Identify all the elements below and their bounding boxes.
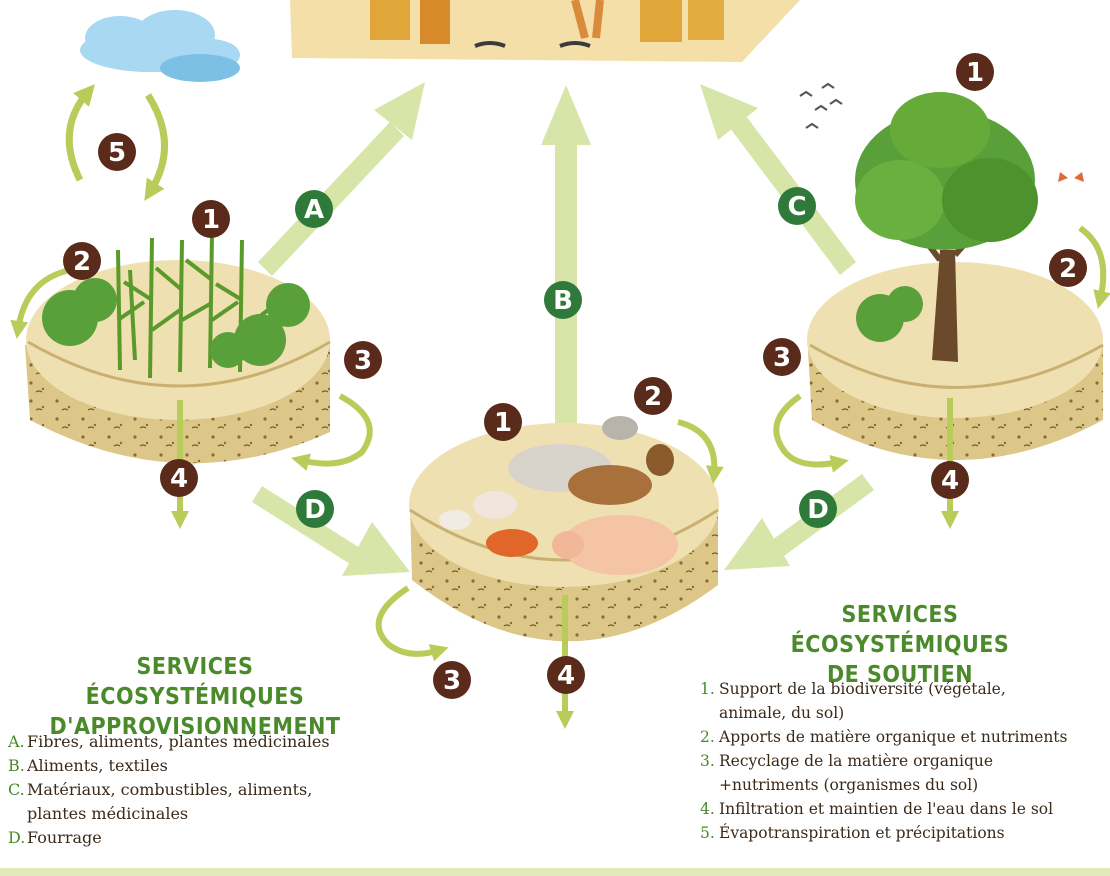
badge-right-3: 3 xyxy=(763,338,801,376)
support-title-line1: SERVICES ÉCOSYSTÉMIQUES xyxy=(735,600,1065,660)
flow-arrow-b xyxy=(541,85,591,430)
svg-text:2: 2 xyxy=(1059,254,1077,284)
svg-text:2: 2 xyxy=(73,247,91,277)
flow-arrow-c xyxy=(700,84,856,275)
flow-arrow-a xyxy=(258,82,425,276)
badge-flow-c: C xyxy=(778,187,816,225)
badge-right-4: 4 xyxy=(931,461,969,499)
birds-icon xyxy=(800,84,842,128)
provisioning-item: B.Aliments, textiles xyxy=(8,754,368,778)
svg-text:C: C xyxy=(787,192,806,222)
svg-text:3: 3 xyxy=(443,666,461,696)
cloud-icon xyxy=(80,10,240,82)
support-item: 3.Recyclage de la matière organique +nut… xyxy=(700,749,1059,797)
badge-right-1: 1 xyxy=(956,53,994,91)
item-text: Aliments, textiles xyxy=(27,756,168,775)
svg-text:4: 4 xyxy=(557,661,575,691)
svg-text:3: 3 xyxy=(773,343,791,373)
support-item: 5.Évapotranspiration et précipitations xyxy=(700,821,1108,845)
item-key: B. xyxy=(8,754,25,778)
provisioning-item: C.Matériaux, combustibles, aliments, pla… xyxy=(8,778,357,826)
provisioning-list: A.Fibres, aliments, plantes médicinales … xyxy=(8,730,368,850)
badge-right-2: 2 xyxy=(1049,249,1087,287)
item-key: 2. xyxy=(700,725,715,749)
item-text: Apports de matière organique et nutrimen… xyxy=(719,728,1068,746)
badge-flow-d-right: D xyxy=(799,490,837,528)
badge-center-4: 4 xyxy=(547,656,585,694)
svg-text:4: 4 xyxy=(941,466,959,496)
svg-text:1: 1 xyxy=(966,58,984,88)
badge-center-1: 1 xyxy=(484,403,522,441)
support-list: 1.Support de la biodiversité (végétale, … xyxy=(700,677,1108,845)
badge-left-4: 4 xyxy=(160,459,198,497)
item-key: 1. xyxy=(700,677,715,701)
svg-text:4: 4 xyxy=(170,464,188,494)
footer-band xyxy=(0,868,1110,876)
svg-text:5: 5 xyxy=(108,138,126,168)
badge-left-3: 3 xyxy=(344,341,382,379)
svg-text:1: 1 xyxy=(494,408,512,438)
badge-center-3: 3 xyxy=(433,661,471,699)
svg-text:2: 2 xyxy=(644,382,662,412)
provisioning-item: A.Fibres, aliments, plantes médicinales xyxy=(8,730,368,754)
badge-left-1: 1 xyxy=(192,200,230,238)
support-item: 2.Apports de matière organique et nutrim… xyxy=(700,725,1108,749)
item-key: 3. xyxy=(700,749,715,773)
svg-text:D: D xyxy=(807,495,829,525)
item-key: C. xyxy=(8,778,25,802)
item-key: D. xyxy=(8,826,25,850)
support-item: 4.Infiltration et maintien de l'eau dans… xyxy=(700,797,1108,821)
svg-text:3: 3 xyxy=(354,346,372,376)
flow-arrow-d-right xyxy=(724,474,874,570)
butterfly-icon xyxy=(1058,172,1084,182)
badge-left-2: 2 xyxy=(63,242,101,280)
badge-flow-b: B xyxy=(544,281,582,319)
support-item: 1.Support de la biodiversité (végétale, … xyxy=(700,677,1069,725)
item-text: Fibres, aliments, plantes médicinales xyxy=(27,732,330,751)
item-text: Support de la biodiversité (végétale, an… xyxy=(719,680,1006,722)
item-text: Évapotranspiration et précipitations xyxy=(719,824,1005,842)
badge-flow-a: A xyxy=(295,190,333,228)
provisioning-title: SERVICES ÉCOSYSTÉMIQUES D'APPROVISIONNEM… xyxy=(40,652,350,742)
svg-text:A: A xyxy=(304,195,324,225)
item-key: 5. xyxy=(700,821,715,845)
badge-water-5: 5 xyxy=(98,133,136,171)
badge-flow-d-left: D xyxy=(296,490,334,528)
svg-text:1: 1 xyxy=(202,205,220,235)
item-key: A. xyxy=(8,730,25,754)
badge-center-2: 2 xyxy=(634,377,672,415)
provisioning-title-line1: SERVICES ÉCOSYSTÉMIQUES xyxy=(40,652,350,712)
village-scene xyxy=(290,0,800,62)
svg-text:D: D xyxy=(304,495,326,525)
item-text: Infiltration et maintien de l'eau dans l… xyxy=(719,800,1053,818)
item-key: 4. xyxy=(700,797,715,821)
item-text: Matériaux, combustibles, aliments, plant… xyxy=(27,780,312,823)
provisioning-item: D.Fourrage xyxy=(8,826,368,850)
svg-text:B: B xyxy=(553,286,573,316)
item-text: Fourrage xyxy=(27,828,102,847)
item-text: Recyclage de la matière organique +nutri… xyxy=(719,752,993,794)
